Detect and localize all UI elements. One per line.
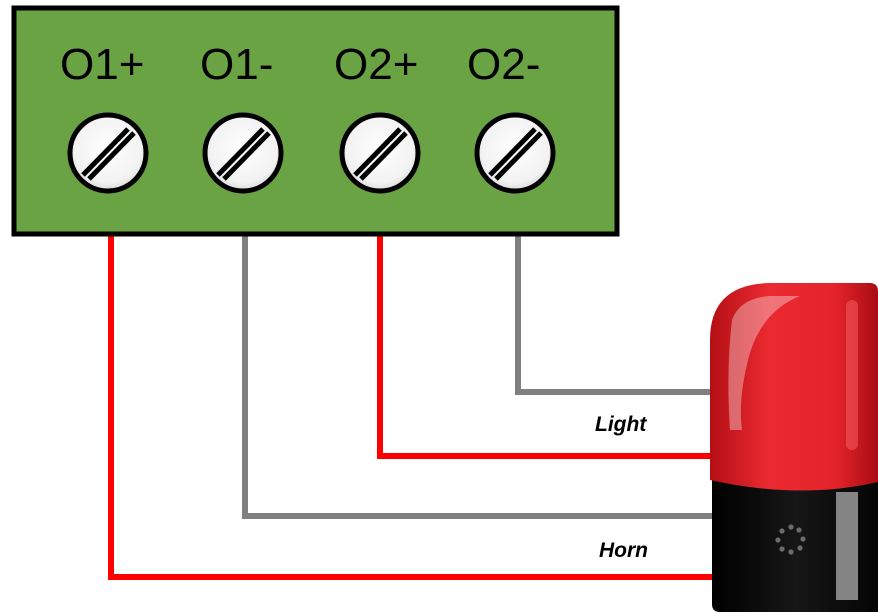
beacon-dome-highlight [728, 296, 800, 430]
screw-o2-positive [339, 112, 421, 194]
beacon-base-highlight [836, 492, 858, 600]
screw-o2-negative [474, 112, 556, 194]
wire-o2-positive [377, 186, 725, 459]
wire-label-horn: Horn [599, 539, 648, 562]
wire-o2-negative [515, 186, 725, 395]
beacon-dome [710, 283, 878, 491]
speaker-grille-icon [775, 524, 806, 555]
wire-o1-negative [242, 186, 725, 519]
screw-o1-negative [202, 112, 284, 194]
terminal-label-o1-positive: O1+ [60, 40, 144, 89]
beacon-dome-shine [846, 300, 858, 450]
wire-o1-positive [108, 186, 725, 580]
terminal-label-o2-negative: O2- [467, 40, 540, 89]
screw-o1-positive [67, 112, 149, 194]
terminal-label-o2-positive: O2+ [334, 40, 418, 89]
wires [108, 186, 725, 580]
terminal-label-o1-negative: O1- [200, 40, 273, 89]
wire-label-light: Light [595, 413, 647, 436]
beacon-horn-light [710, 283, 878, 612]
terminal-block: O1+ O1- O2+ O2- [11, 5, 620, 237]
